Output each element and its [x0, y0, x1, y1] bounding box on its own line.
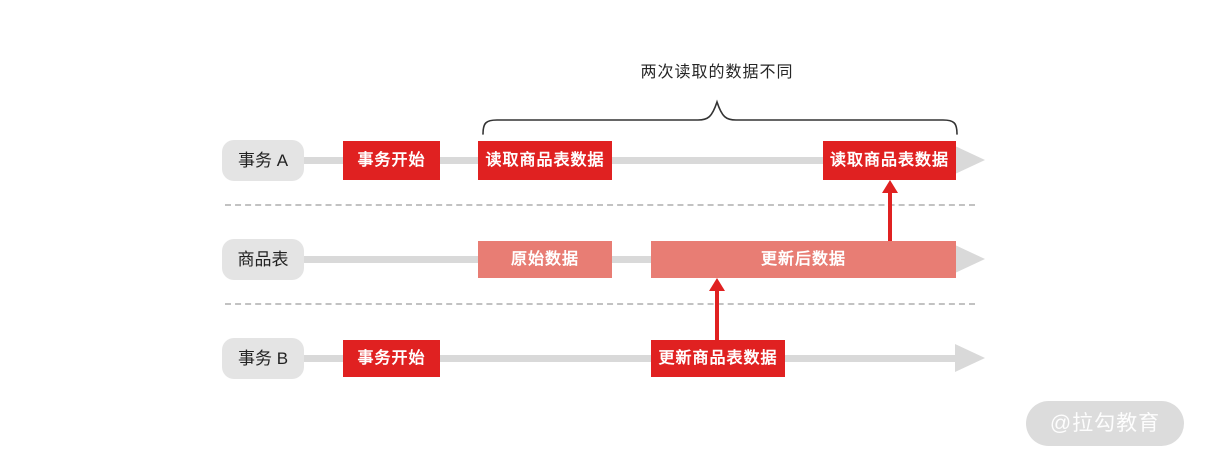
- curly-brace-icon: [482, 99, 958, 135]
- timeline-transaction-a: [300, 157, 957, 164]
- timeline-arrowhead-icon: [955, 245, 985, 273]
- arrow-table-to-read-icon: [882, 180, 898, 241]
- row-label-transaction-b: 事务 B: [222, 338, 304, 379]
- annotation-label: 两次读取的数据不同: [640, 64, 794, 81]
- step-transaction-a-begin: 事务开始: [343, 141, 440, 180]
- step-transaction-a-read-2: 读取商品表数据: [823, 141, 956, 180]
- step-transaction-a-read-1: 读取商品表数据: [478, 141, 612, 180]
- timeline-arrowhead-icon: [955, 344, 985, 372]
- separator-dashed-line: [225, 204, 975, 206]
- step-transaction-b-update: 更新商品表数据: [651, 340, 785, 377]
- watermark-badge: @拉勾教育: [1026, 401, 1184, 446]
- state-updated-data: 更新后数据: [651, 241, 956, 278]
- state-original-data: 原始数据: [478, 241, 612, 278]
- row-label-transaction-a: 事务 A: [222, 140, 304, 181]
- separator-dashed-line: [225, 303, 975, 305]
- arrow-update-to-table-icon: [709, 278, 725, 340]
- timeline-arrowhead-icon: [955, 146, 985, 174]
- timeline-product-table: [300, 256, 957, 263]
- step-transaction-b-begin: 事务开始: [343, 340, 440, 377]
- timeline-transaction-b: [300, 355, 957, 362]
- row-label-product-table: 商品表: [222, 239, 304, 280]
